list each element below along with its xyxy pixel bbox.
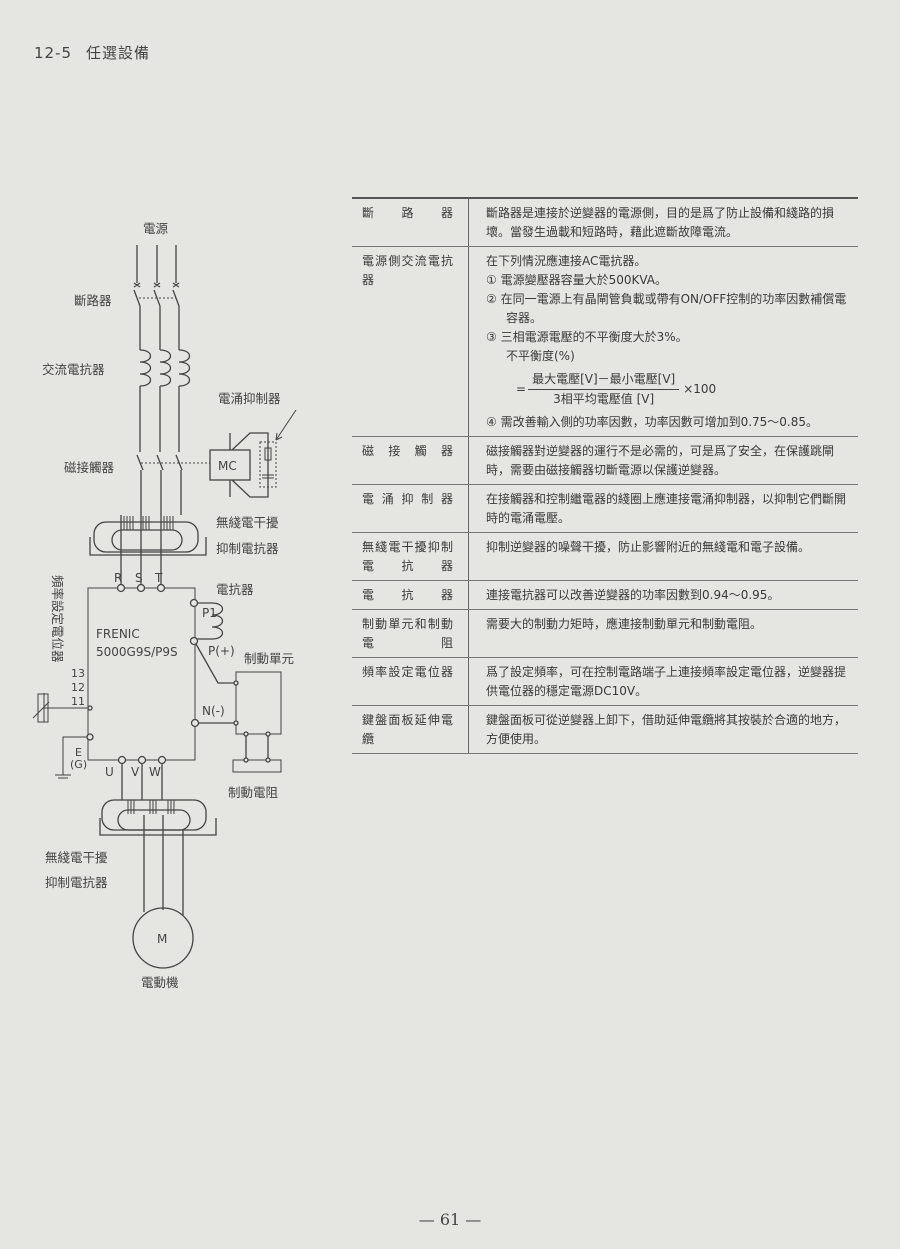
table-row: 電涌抑制器在接觸器和控制繼電器的綫圈上應連接電涌抑制器，以抑制它們斷開時的電涌電…	[352, 484, 858, 533]
row-desc: 在接觸器和控制繼電器的綫圈上應連接電涌抑制器，以抑制它們斷開時的電涌電壓。	[468, 484, 858, 533]
terminal-n-minus-label: N(-)	[202, 704, 225, 718]
noise-filter-top	[89, 515, 207, 588]
earth-label-g: (G)	[70, 758, 87, 771]
row-name: 電源側交流電抗器	[352, 246, 469, 437]
table-row: 頻率設定電位器爲了設定頻率，可在控制電路端子上連接頻率設定電位器，逆變器提供電位…	[352, 657, 858, 706]
row-name: 鍵盤面板延伸電纜	[352, 705, 469, 754]
formula-equals: =	[516, 382, 527, 396]
label-ac-reactor: 交流電抗器	[42, 362, 105, 377]
label-power-source: 電源	[143, 221, 169, 236]
section-title: 任選設備	[86, 44, 151, 62]
terminal-t-label: T	[154, 571, 163, 585]
row-desc: 鍵盤面板可從逆變器上卸下，借助延伸電纜將其按裝於合適的地方，方便使用。	[468, 705, 858, 754]
row-desc: 抑制逆變器的噪聲干擾，防止影響附近的無綫電和電子設備。	[468, 532, 858, 581]
unbalance-label: 不平衡度(%)	[506, 349, 575, 363]
row-desc: 磁接觸器對逆變器的運行不是必需的，可是爲了安全，在保護跳閘時，需要由磁接觸器切斷…	[468, 436, 858, 485]
contactor-contacts	[136, 454, 210, 515]
label-noise-filter-2: 抑制電抗器	[216, 541, 279, 556]
label-dc-reactor: 電抗器	[216, 582, 254, 597]
terminal-p-plus-label: P(+)	[208, 644, 235, 658]
mc-label: MC	[218, 459, 237, 473]
label-motor: 電動機	[141, 975, 179, 990]
ac-reactor-intro: 在下列情況應連接AC電抗器。	[486, 254, 647, 268]
row-name: 磁接觸器	[352, 436, 469, 485]
label-noise-filter-4: 抑制電抗器	[45, 875, 108, 890]
row-name: 無綫電干擾抑制電抗器	[352, 532, 469, 581]
inverter-box: R S T FRENIC 5000G9S/P9S 13 12 11 E (G) …	[32, 571, 294, 800]
options-table: 斷路器 斷路器是連接於逆變器的電源側，目的是爲了防止設備和綫路的損壞。當發生過載…	[352, 197, 858, 754]
label-braking-resistor: 制動電阻	[228, 785, 279, 800]
label-noise-filter-3: 無綫電干擾	[45, 850, 108, 865]
terminal-11-label: 11	[71, 695, 85, 708]
noise-filter-bottom	[99, 799, 217, 915]
terminal-s-label: S	[135, 571, 143, 585]
motor: M 電動機	[132, 907, 194, 990]
section-number: 12-5	[34, 44, 73, 62]
terminal-w-label: W	[149, 765, 161, 779]
terminal-p1-label: P1	[202, 606, 217, 620]
table-row: 鍵盤面板延伸電纜鍵盤面板可從逆變器上卸下，借助延伸電纜將其按裝於合適的地方，方便…	[352, 705, 858, 754]
label-braking-unit: 制動單元	[244, 651, 294, 666]
terminal-r-label: R	[114, 571, 122, 585]
mc-coil: MC	[209, 409, 297, 498]
row-name: 電抗器	[352, 580, 469, 610]
list-item: ① 電源變壓器容量大於500KVA。	[486, 273, 667, 287]
earth-label-e: E	[75, 746, 82, 759]
list-item: ② 在同一電源上有晶閘管負載或帶有ON/OFF控制的功率因數補償電容器。	[486, 292, 847, 325]
formula-multiplier: ×100	[683, 382, 717, 396]
formula-denominator: 3相平均電壓值 [V]	[553, 392, 655, 406]
terminal-13-label: 13	[71, 667, 85, 680]
list-item: ④ 需改善輸入側的功率因數，功率因數可增加到0.75～0.85。	[486, 415, 819, 429]
row-desc: 需要大的制動力矩時，應連接制動單元和制動電阻。	[468, 609, 858, 658]
unbalance-formula: = 最大電壓[V]－最小電壓[V] 3相平均電壓值 [V] ×100	[486, 370, 850, 409]
label-contactor: 磁接觸器	[64, 460, 115, 475]
row-desc: 爲了設定頻率，可在控制電路端子上連接頻率設定電位器，逆變器提供電位器的穩定電源D…	[468, 657, 858, 706]
formula-numerator: 最大電壓[V]－最小電壓[V]	[528, 370, 680, 390]
row-name: 制動單元和制動電阻	[352, 609, 469, 658]
section-header: 12-5 任選設備	[34, 42, 164, 63]
table-row: 無綫電干擾抑制電抗器抑制逆變器的噪聲干擾，防止影響附近的無綫電和電子設備。	[352, 532, 858, 581]
row-desc: 連接電抗器可以改善逆變器的功率因數到0.94～0.95。	[468, 580, 858, 610]
terminal-12-label: 12	[71, 681, 85, 694]
supply-lines	[133, 245, 180, 350]
row-desc: 斷路器是連接於逆變器的電源側，目的是爲了防止設備和綫路的損壞。當發生過載和短路時…	[468, 197, 858, 247]
table-row: 電源側交流電抗器 在下列情況應連接AC電抗器。 ① 電源變壓器容量大於500KV…	[352, 246, 858, 437]
row-desc: 在下列情況應連接AC電抗器。 ① 電源變壓器容量大於500KVA。 ② 在同一電…	[468, 246, 858, 437]
table-row: 制動單元和制動電阻需要大的制動力矩時，應連接制動單元和制動電阻。	[352, 609, 858, 658]
ac-reactor-coils	[139, 349, 191, 452]
list-item: ③ 三相電源電壓的不平衡度大於3%。	[486, 330, 688, 344]
table-row: 磁接觸器磁接觸器對逆變器的運行不是必需的，可是爲了安全，在保護跳閘時，需要由磁接…	[352, 436, 858, 485]
label-noise-filter-1: 無綫電干擾	[216, 515, 279, 530]
row-name: 頻率設定電位器	[352, 657, 469, 706]
terminal-v-label: V	[131, 765, 140, 779]
inverter-model: 5000G9S/P9S	[96, 645, 178, 659]
table-row: 斷路器 斷路器是連接於逆變器的電源側，目的是爲了防止設備和綫路的損壞。當發生過載…	[352, 197, 858, 247]
page-number: — 61 —	[418, 1210, 482, 1229]
label-surge-suppressor: 電涌抑制器	[218, 391, 281, 406]
terminal-u-label: U	[105, 765, 114, 779]
row-name: 電涌抑制器	[352, 484, 469, 533]
label-breaker: 斷路器	[74, 293, 112, 308]
table-row: 電抗器連接電抗器可以改善逆變器的功率因數到0.94～0.95。	[352, 580, 858, 610]
motor-symbol: M	[157, 932, 167, 946]
row-name: 斷路器	[352, 197, 469, 247]
label-freq-potentiometer: 頻率設定電位器	[50, 575, 65, 663]
inverter-name: FRENIC	[96, 627, 140, 641]
